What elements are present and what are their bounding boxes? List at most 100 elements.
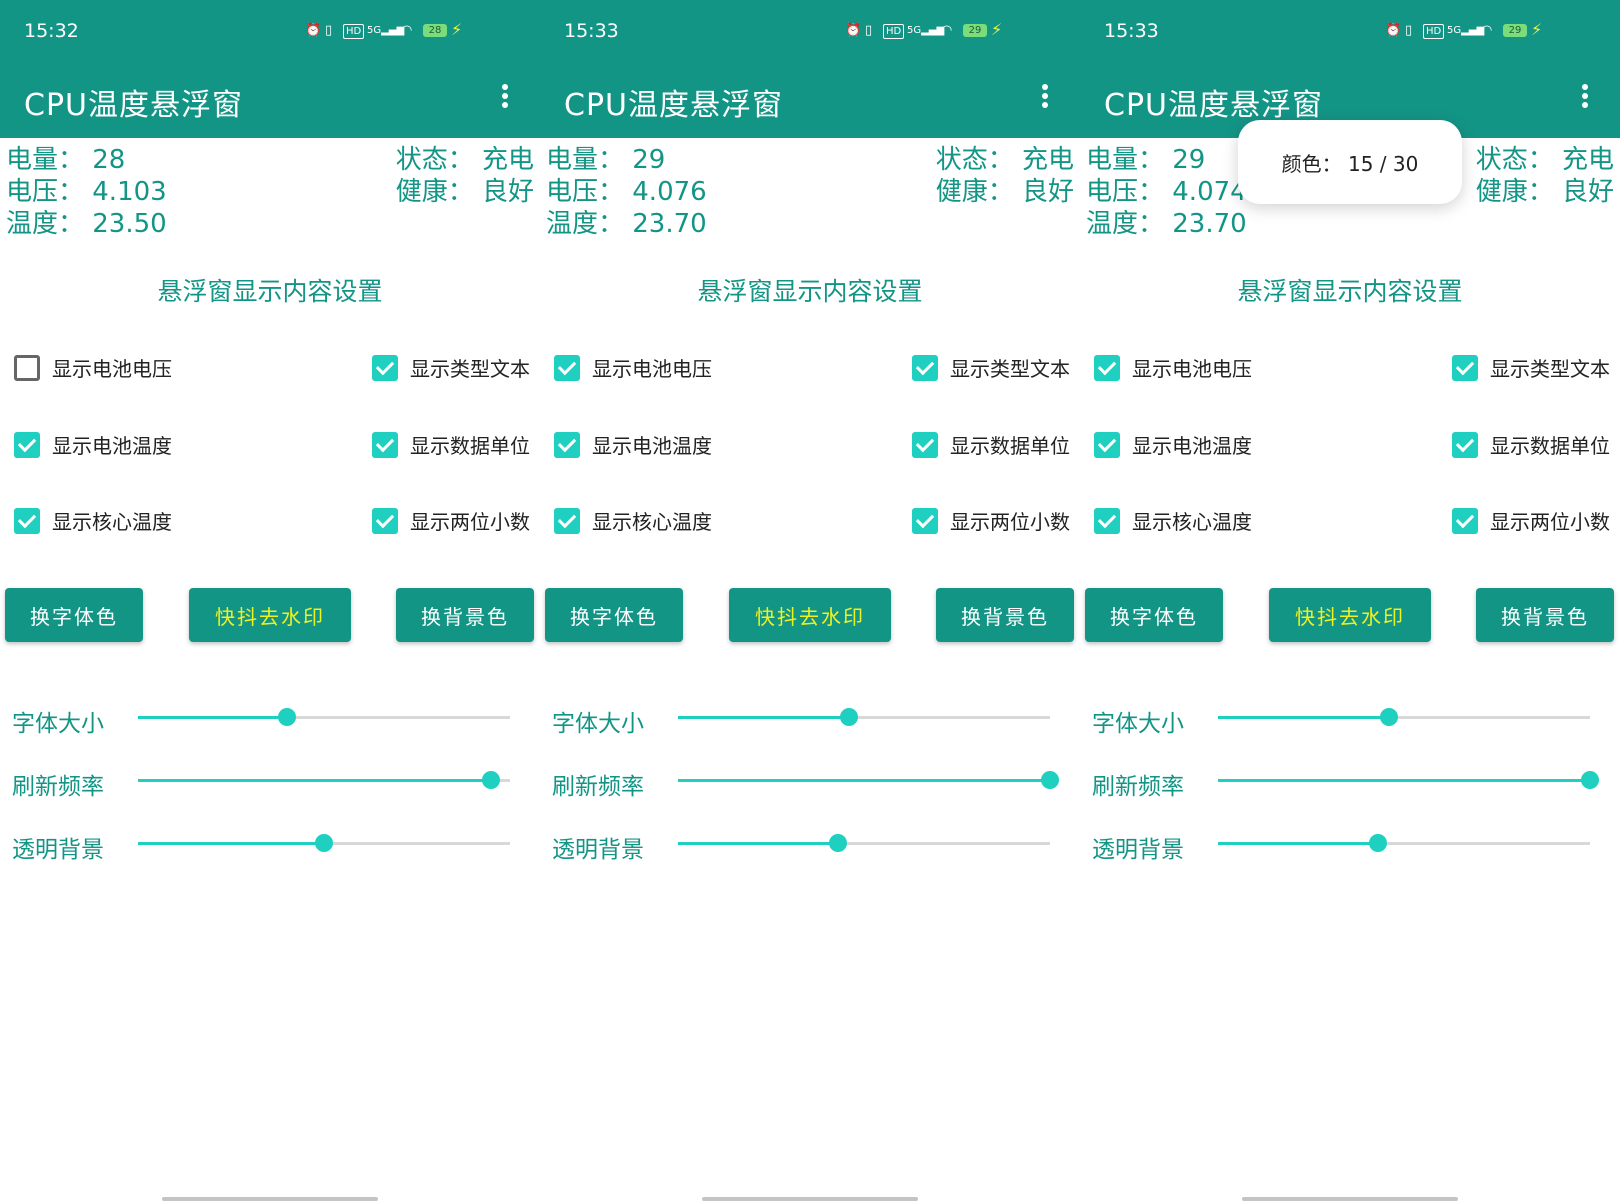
battery-health: 健康： 良好 (395, 177, 534, 207)
wifi-icon: ◠ (1481, 23, 1493, 38)
checkbox-box[interactable] (554, 431, 580, 458)
slider-thumb[interactable] (828, 834, 847, 852)
checkbox-show-battery-temp[interactable]: 显示电池温度 (554, 430, 712, 459)
font-size-label: 字体大小 (12, 711, 104, 737)
remove-watermark-button[interactable]: 快抖去水印 (1269, 588, 1431, 642)
app-title: CPU温度悬浮窗 (24, 88, 243, 123)
font-size-label: 字体大小 (552, 711, 644, 737)
battery-status-info: 状态： 充电 健康： 良好 (1476, 144, 1614, 208)
slider-thumb[interactable] (1581, 771, 1599, 789)
checkbox-show-two-decimals[interactable]: 显示两位小数 (1452, 506, 1610, 535)
checkbox-show-units[interactable]: 显示数据单位 (1452, 430, 1610, 459)
battery-voltage: 电压： 4.103 (6, 177, 167, 207)
checkbox-show-units[interactable]: 显示数据单位 (912, 430, 1070, 459)
slider-fill (678, 779, 1050, 782)
checkbox-show-type-text[interactable]: 显示类型文本 (372, 353, 530, 382)
battery-info: 电量： 29 电压： 4.076 温度： 23.70 (546, 144, 707, 240)
font-color-button[interactable]: 换字体色 (1085, 588, 1223, 642)
checkbox-box[interactable] (912, 431, 938, 458)
charging-icon: ⚡ (451, 20, 463, 39)
refresh-rate-slider[interactable] (1218, 771, 1599, 789)
remove-watermark-button[interactable]: 快抖去水印 (189, 588, 351, 642)
font-color-button[interactable]: 换字体色 (5, 588, 143, 642)
checkbox-box[interactable] (912, 354, 938, 381)
font-size-slider[interactable] (138, 708, 510, 726)
checkbox-box[interactable] (372, 507, 398, 534)
checkbox-box[interactable] (1452, 431, 1478, 458)
checkbox-show-battery-temp[interactable]: 显示电池温度 (1094, 430, 1252, 459)
slider-thumb[interactable] (482, 771, 501, 789)
battery-level: 电量： 29 (1086, 145, 1206, 175)
vibrate-icon: ▯ (865, 23, 873, 38)
battery-icon: 28 (423, 24, 447, 37)
remove-watermark-button[interactable]: 快抖去水印 (729, 588, 891, 642)
overflow-menu-icon[interactable] (500, 82, 510, 112)
slider-fill (138, 842, 324, 845)
section-title: 悬浮窗显示内容设置 (1237, 277, 1463, 306)
bg-color-button[interactable]: 换背景色 (1476, 588, 1614, 642)
alarm-icon: ⏰ (845, 23, 862, 38)
home-indicator[interactable] (162, 1197, 378, 1201)
checkbox-show-voltage[interactable]: 显示电池电压 (14, 353, 172, 382)
battery-health: 健康： 良好 (1475, 177, 1614, 207)
overflow-menu-icon[interactable] (1040, 82, 1050, 112)
checkbox-box[interactable] (1094, 354, 1120, 381)
checkbox-show-core-temp[interactable]: 显示核心温度 (14, 506, 172, 535)
slider-thumb[interactable] (1368, 834, 1387, 852)
checkbox-show-voltage[interactable]: 显示电池电压 (554, 353, 712, 382)
slider-thumb[interactable] (840, 708, 859, 726)
status-time: 15:33 (1104, 20, 1159, 42)
refresh-rate-slider[interactable] (678, 771, 1059, 789)
checkbox-box[interactable] (14, 354, 40, 381)
bg-color-button[interactable]: 换背景色 (936, 588, 1074, 642)
font-size-slider[interactable] (678, 708, 1050, 726)
checkbox-box[interactable] (372, 354, 398, 381)
checkbox-show-type-text[interactable]: 显示类型文本 (912, 353, 1070, 382)
checkbox-show-two-decimals[interactable]: 显示两位小数 (372, 506, 530, 535)
home-indicator[interactable] (702, 1197, 918, 1201)
checkbox-show-units[interactable]: 显示数据单位 (372, 430, 530, 459)
checkbox-box[interactable] (1094, 431, 1120, 458)
checkbox-label: 显示数据单位 (950, 434, 1070, 458)
checkbox-box[interactable] (1452, 354, 1478, 381)
slider-fill (1218, 716, 1390, 719)
checkbox-box[interactable] (14, 507, 40, 534)
checkbox-box[interactable] (912, 507, 938, 534)
checkbox-box[interactable] (554, 507, 580, 534)
checkbox-label: 显示电池电压 (1132, 357, 1252, 381)
phone-screen-2: 15:33 ⏰ ▯ HD 5G▂▄▆ ◠ 29 ⚡ CPU温度悬浮窗 电量： 2… (540, 0, 1080, 1204)
font-size-slider[interactable] (1218, 708, 1590, 726)
checkbox-show-type-text[interactable]: 显示类型文本 (1452, 353, 1610, 382)
checkbox-show-core-temp[interactable]: 显示核心温度 (1094, 506, 1252, 535)
checkbox-show-core-temp[interactable]: 显示核心温度 (554, 506, 712, 535)
font-color-button[interactable]: 换字体色 (545, 588, 683, 642)
signal-5g-icon: 5G▂▄▆ (1447, 25, 1485, 36)
checkbox-label: 显示两位小数 (1490, 510, 1610, 534)
transparency-slider[interactable] (678, 834, 1050, 852)
slider-thumb[interactable] (315, 834, 333, 852)
checkbox-box[interactable] (554, 354, 580, 381)
checkbox-show-battery-temp[interactable]: 显示电池温度 (14, 430, 172, 459)
slider-thumb[interactable] (1041, 771, 1059, 789)
slider-thumb[interactable] (277, 708, 296, 726)
checkbox-box[interactable] (372, 431, 398, 458)
refresh-rate-slider[interactable] (138, 771, 510, 789)
refresh-rate-label: 刷新频率 (552, 774, 644, 800)
checkbox-show-voltage[interactable]: 显示电池电压 (1094, 353, 1252, 382)
checkbox-show-two-decimals[interactable]: 显示两位小数 (912, 506, 1070, 535)
status-icons: ⏰ ▯ HD 5G▂▄▆ ◠ 29 ⚡ (1385, 20, 1600, 42)
home-indicator[interactable] (1242, 1197, 1458, 1201)
checkbox-box[interactable] (1452, 507, 1478, 534)
app-title: CPU温度悬浮窗 (564, 88, 783, 123)
overflow-menu-icon[interactable] (1580, 82, 1590, 112)
checkbox-label: 显示电池电压 (52, 357, 172, 381)
bg-color-button[interactable]: 换背景色 (396, 588, 534, 642)
transparency-slider[interactable] (138, 834, 510, 852)
checkbox-box[interactable] (14, 431, 40, 458)
hd-icon: HD (343, 24, 365, 39)
battery-level: 电量： 28 (6, 145, 126, 175)
slider-thumb[interactable] (1380, 708, 1399, 726)
transparency-slider[interactable] (1218, 834, 1590, 852)
checkbox-label: 显示电池温度 (1132, 434, 1252, 458)
checkbox-box[interactable] (1094, 507, 1120, 534)
